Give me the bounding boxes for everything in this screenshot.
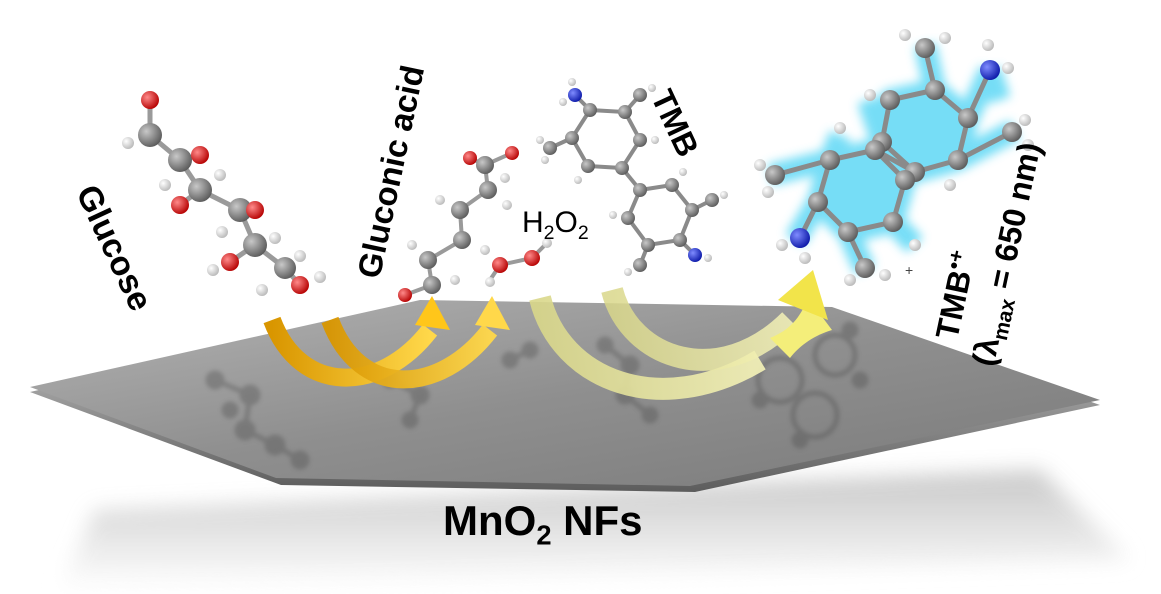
glucose-molecule: [122, 91, 326, 296]
ox-plus-mark: +: [905, 262, 913, 278]
tmb-molecule: [536, 78, 728, 276]
ghost-glucose: [205, 370, 310, 470]
h2o2-molecule: [485, 238, 552, 287]
glucose-oxidation-arrows: [263, 296, 510, 389]
label-h2o2: H2O2: [522, 206, 589, 244]
ghost-tmb-ox: [751, 321, 869, 449]
oxidation-arrows: [529, 270, 832, 400]
gluconic-acid-molecule: [398, 146, 519, 302]
label-mno2-nfs: MnO2 NFs: [443, 497, 643, 551]
tmb-oxidized-molecule: +: [754, 29, 1034, 286]
ghost-molecules: [205, 321, 869, 470]
ghost-h2o2: [501, 341, 539, 369]
sheet-shadow: [60, 470, 1130, 590]
